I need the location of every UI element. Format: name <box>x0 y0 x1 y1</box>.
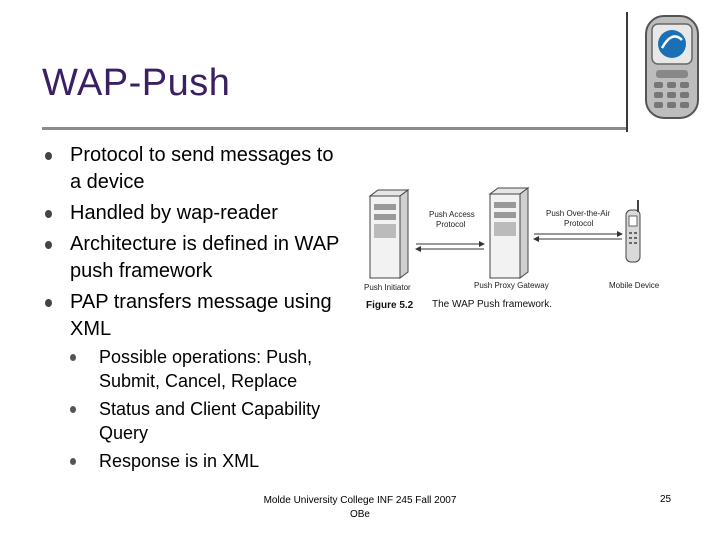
bullet-dot-icon <box>70 458 76 465</box>
footer-line-1: Molde University College INF 245 Fall 20… <box>263 495 457 506</box>
label-push-access-2: Protocol <box>436 220 466 229</box>
bullet-item: Protocol to send messages to a device <box>45 142 345 196</box>
label-proxy-gateway: Push Proxy Gateway <box>474 281 549 290</box>
label-push-initiator: Push Initiator <box>364 283 411 292</box>
bullet-dot-icon <box>45 152 52 160</box>
bullet-text: PAP transfers message using XML <box>70 291 332 340</box>
bullet-dot-icon <box>45 241 52 249</box>
bullet-text: Protocol to send messages to a device <box>70 144 334 193</box>
page-number: 25 <box>660 494 672 505</box>
sub-bullet-list: Possible operations: Push, Submit, Cance… <box>70 345 360 477</box>
slide-title: WAP-Push <box>42 62 231 104</box>
bullet-list: Protocol to send messages to a device Ha… <box>45 142 345 347</box>
figure-number: Figure 5.2 <box>366 300 414 311</box>
label-mobile-device: Mobile Device <box>609 281 660 290</box>
vertical-divider <box>626 12 628 132</box>
sub-bullet-item: Status and Client Capability Query <box>70 397 360 445</box>
label-ota-2: Protocol <box>564 219 594 228</box>
sub-bullet-item: Possible operations: Push, Submit, Cance… <box>70 345 360 393</box>
bullet-dot-icon <box>70 354 76 361</box>
wap-push-framework-figure: Push Access Protocol Push Over-the-Air P… <box>364 187 660 311</box>
mobile-device-icon <box>625 200 641 263</box>
label-ota: Push Over-the-Air <box>546 209 610 218</box>
sub-bullet-text: Status and Client Capability Query <box>99 399 321 443</box>
server-icon <box>368 189 410 279</box>
bullet-item: Handled by wap-reader <box>45 200 345 227</box>
mobile-phone-image <box>645 15 699 119</box>
bullet-dot-icon <box>70 406 76 413</box>
bullet-dot-icon <box>45 210 52 218</box>
sub-bullet-item: Response is in XML <box>70 449 360 473</box>
bullet-text: Handled by wap-reader <box>70 202 278 224</box>
bullet-item: Architecture is defined in WAP push fram… <box>45 231 345 285</box>
bullet-text: Architecture is defined in WAP push fram… <box>70 233 340 282</box>
label-push-access: Push Access <box>429 210 475 219</box>
sub-bullet-text: Response is in XML <box>99 451 260 471</box>
footer: Molde University College INF 245 Fall 20… <box>250 494 470 522</box>
figure-caption: The WAP Push framework. <box>432 299 552 310</box>
server-icon <box>488 187 530 279</box>
bullet-item: PAP transfers message using XML <box>45 289 345 343</box>
title-divider <box>42 127 627 130</box>
bullet-dot-icon <box>45 299 52 307</box>
sub-bullet-text: Possible operations: Push, Submit, Cance… <box>99 347 313 391</box>
footer-line-2: OBe <box>349 509 370 520</box>
